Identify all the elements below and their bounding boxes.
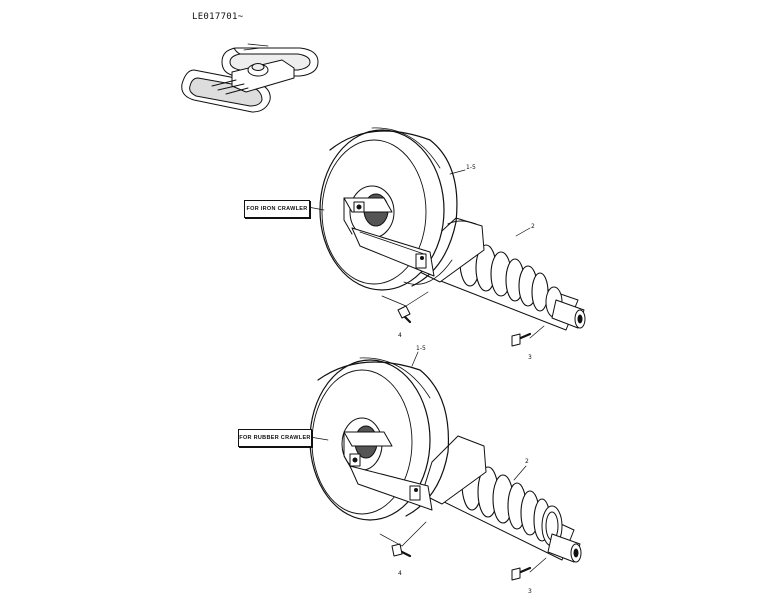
variant-label-iron-crawler: FOR IRON CRAWLER — [244, 200, 310, 218]
callout-bolt-4-iron: 4 — [398, 332, 402, 339]
bolt-3-iron-icon — [511, 332, 532, 347]
callout-tension-cylinder-rubber: 2 — [525, 458, 529, 465]
bolt-3-rubber-icon — [511, 566, 532, 581]
callout-idler-assy-iron: 1-5 — [466, 164, 476, 171]
idler-assembly-rubber — [309, 351, 582, 581]
callout-bolt-3-rubber: 3 — [528, 588, 532, 595]
bolt-4-rubber-icon — [391, 543, 412, 558]
callout-bolt-4-rubber: 4 — [398, 570, 402, 577]
bolt-4-iron-icon — [397, 305, 412, 324]
variant-label-rubber-crawler: FOR RUBBER CRAWLER — [238, 429, 312, 447]
idler-assembly-iron — [307, 127, 586, 347]
callout-bolt-3-iron: 3 — [528, 354, 532, 361]
callout-tension-cylinder-iron: 2 — [531, 223, 535, 230]
callout-idler-assy-rubber: 1-5 — [416, 345, 426, 352]
undercarriage-thumbnail — [181, 43, 319, 113]
serial-number-label: LE017701~ — [192, 12, 244, 22]
